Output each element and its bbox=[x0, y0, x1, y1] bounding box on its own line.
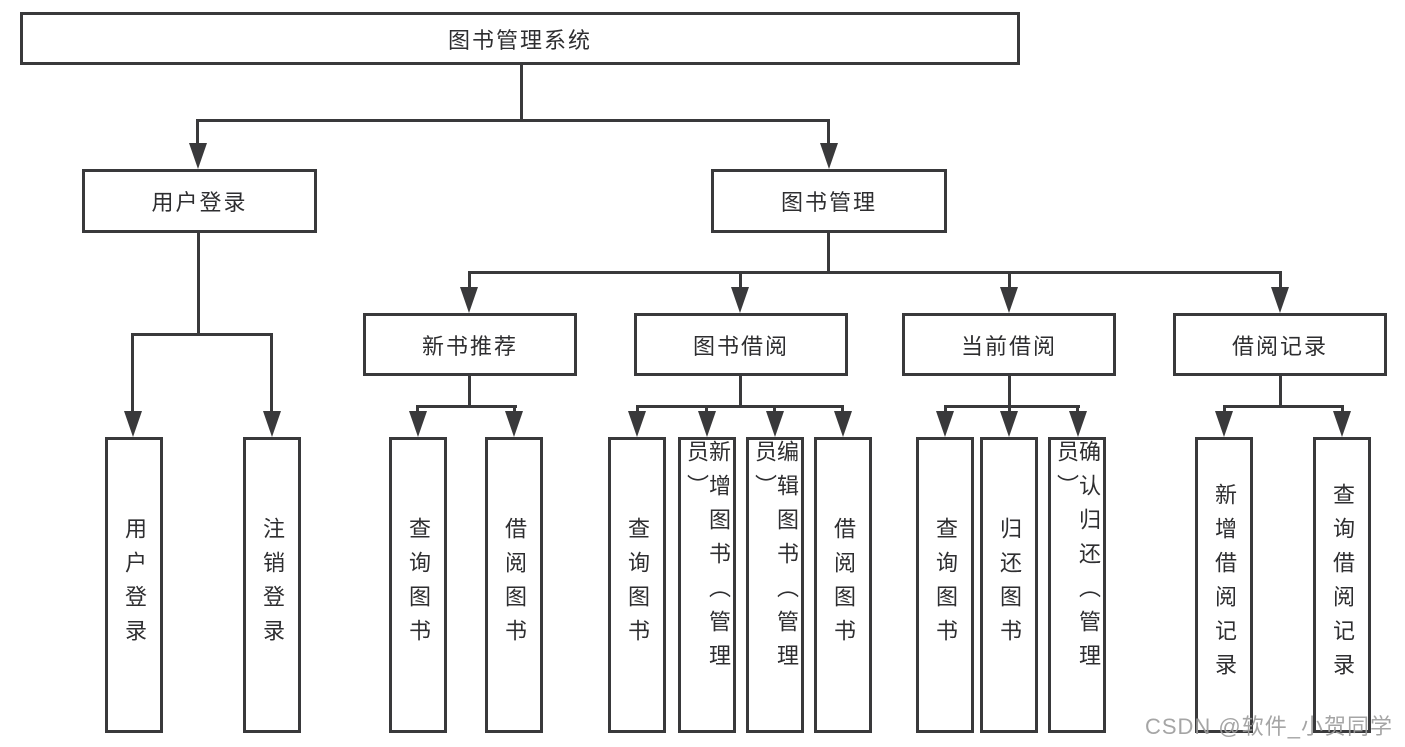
leaf-logout: 注销登录 bbox=[243, 437, 301, 733]
arrowhead-down-icon bbox=[409, 411, 427, 437]
connector-drop bbox=[944, 405, 947, 415]
connector-drop bbox=[773, 405, 776, 415]
connector-split bbox=[1223, 405, 1344, 408]
leaf-query-books-borrow: 查询图书 bbox=[608, 437, 666, 733]
arrowhead-down-icon bbox=[460, 287, 478, 313]
connector-drop bbox=[1076, 405, 1079, 415]
connector-root-split bbox=[197, 119, 830, 122]
arrowhead-down-icon bbox=[189, 143, 207, 169]
arrowhead-down-icon bbox=[628, 411, 646, 437]
arrowhead-down-icon bbox=[1069, 411, 1087, 437]
leaf-query-books-recommend: 查询图书 bbox=[389, 437, 447, 733]
arrowhead-down-icon bbox=[263, 411, 281, 437]
connector-stem bbox=[827, 233, 830, 274]
connector-drop bbox=[196, 119, 199, 149]
arrowhead-down-icon bbox=[1000, 287, 1018, 313]
leaf-confirm-return-admin: 确认归还（管理员） bbox=[1048, 437, 1106, 733]
arrowhead-down-icon bbox=[766, 411, 784, 437]
connector-stem bbox=[468, 376, 471, 408]
connector-stem bbox=[1279, 376, 1282, 408]
connector-stem bbox=[197, 233, 200, 336]
arrowhead-down-icon bbox=[1271, 287, 1289, 313]
arrowhead-down-icon bbox=[505, 411, 523, 437]
connector-split bbox=[636, 405, 844, 408]
arrowhead-down-icon bbox=[936, 411, 954, 437]
node-user-login: 用户登录 bbox=[82, 169, 317, 233]
node-new-book-recommend: 新书推荐 bbox=[363, 313, 577, 376]
connector-drop bbox=[1008, 271, 1011, 289]
node-current-borrowing: 当前借阅 bbox=[902, 313, 1116, 376]
connector-drop bbox=[705, 405, 708, 415]
leaf-add-borrow-record: 新增借阅记录 bbox=[1195, 437, 1253, 733]
connector-split bbox=[468, 271, 1281, 274]
leaf-query-books-current: 查询图书 bbox=[916, 437, 974, 733]
leaf-borrow-books-recommend: 借阅图书 bbox=[485, 437, 543, 733]
connector-drop bbox=[1279, 271, 1282, 289]
connector-drop bbox=[416, 405, 419, 415]
connector-drop bbox=[1341, 405, 1344, 415]
connector-stem bbox=[1008, 376, 1011, 408]
leaf-borrow-books: 借阅图书 bbox=[814, 437, 872, 733]
arrowhead-down-icon bbox=[698, 411, 716, 437]
connector-drop bbox=[636, 405, 639, 415]
connector-drop bbox=[1008, 405, 1011, 415]
node-book-management: 图书管理 bbox=[711, 169, 947, 233]
csdn-watermark: CSDN @软件_小贺同学 bbox=[1144, 714, 1393, 739]
connector-drop bbox=[1223, 405, 1226, 415]
leaf-query-borrow-record: 查询借阅记录 bbox=[1313, 437, 1371, 733]
arrowhead-down-icon bbox=[1215, 411, 1233, 437]
connector-drop bbox=[841, 405, 844, 415]
connector-split bbox=[132, 333, 273, 336]
node-root-system: 图书管理系统 bbox=[20, 12, 1020, 65]
leaf-user-login: 用户登录 bbox=[105, 437, 163, 733]
connector-drop bbox=[131, 333, 134, 413]
connector-drop bbox=[270, 333, 273, 413]
arrowhead-down-icon bbox=[1333, 411, 1351, 437]
node-borrowing-records: 借阅记录 bbox=[1173, 313, 1387, 376]
connector-drop bbox=[468, 271, 471, 289]
connector-split bbox=[417, 405, 517, 408]
arrowhead-down-icon bbox=[834, 411, 852, 437]
arrowhead-down-icon bbox=[124, 411, 142, 437]
arrowhead-down-icon bbox=[1000, 411, 1018, 437]
arrowhead-down-icon bbox=[731, 287, 749, 313]
leaf-add-books-admin: 新增图书（管理员） bbox=[678, 437, 736, 733]
connector-stem bbox=[739, 376, 742, 408]
arrowhead-down-icon bbox=[820, 143, 838, 169]
connector-drop bbox=[827, 119, 830, 149]
connector-split bbox=[944, 405, 1080, 408]
node-book-borrowing: 图书借阅 bbox=[634, 313, 848, 376]
connector-drop bbox=[739, 271, 742, 289]
leaf-edit-books-admin: 编辑图书（管理员） bbox=[746, 437, 804, 733]
connector-root-stem bbox=[520, 65, 523, 122]
leaf-return-books: 归还图书 bbox=[980, 437, 1038, 733]
connector-drop bbox=[513, 405, 516, 415]
